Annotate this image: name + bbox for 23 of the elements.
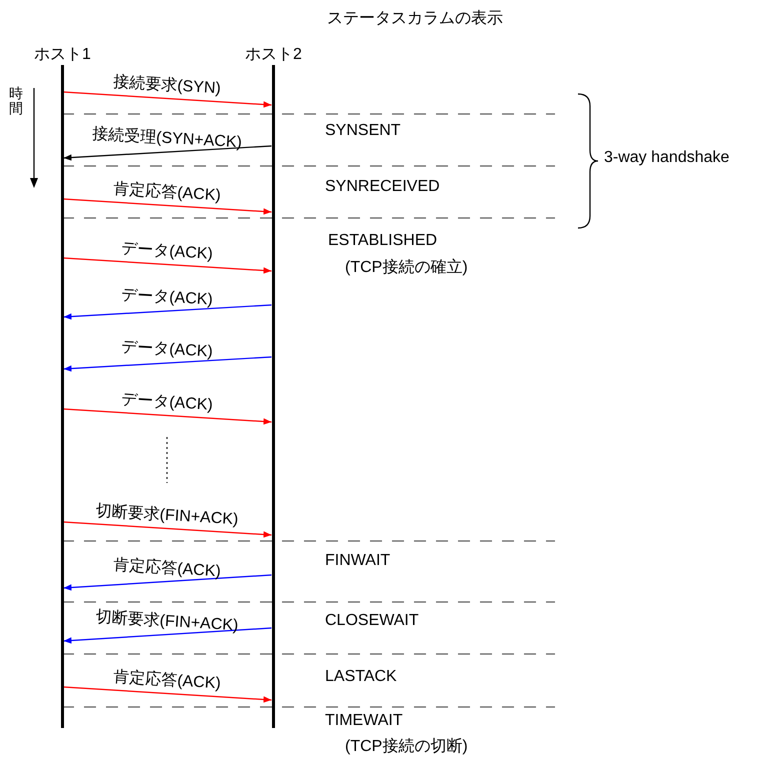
edge-label: 切断要求(FIN+ACK) [95,502,239,529]
title: ステータスカラムの表示 [327,8,503,29]
edge-label: 接続要求(SYN) [112,73,222,98]
edge-label: 肯定応答(ACK) [112,668,222,693]
edge-label: データ(ACK) [120,286,214,310]
edge-label: データ(ACK) [120,390,214,414]
status-label: FINWAIT [325,552,390,570]
status-label: 3-way handshake [604,149,730,167]
status-label: (TCP接続の切断) [345,738,468,756]
status-label: CLOSEWAIT [325,612,419,630]
status-label: ESTABLISHED [328,232,438,250]
status-label: TIMEWAIT [325,712,403,730]
edge-label: データ(ACK) [120,240,214,264]
edge-label: データ(ACK) [120,338,214,362]
edge-label: 接続受理(SYN+ACK) [92,126,242,152]
status-label: SYNSENT [325,122,401,140]
time-label: 時間 [9,86,23,117]
edge-label: 切断要求(FIN+ACK) [95,608,239,635]
edge-label: 肯定応答(ACK) [112,180,222,205]
status-label: SYNRECEIVED [325,178,440,196]
status-label: LASTACK [325,668,397,686]
status-label: (TCP接続の確立) [345,259,468,277]
edge-label: 肯定応答(ACK) [112,556,222,581]
